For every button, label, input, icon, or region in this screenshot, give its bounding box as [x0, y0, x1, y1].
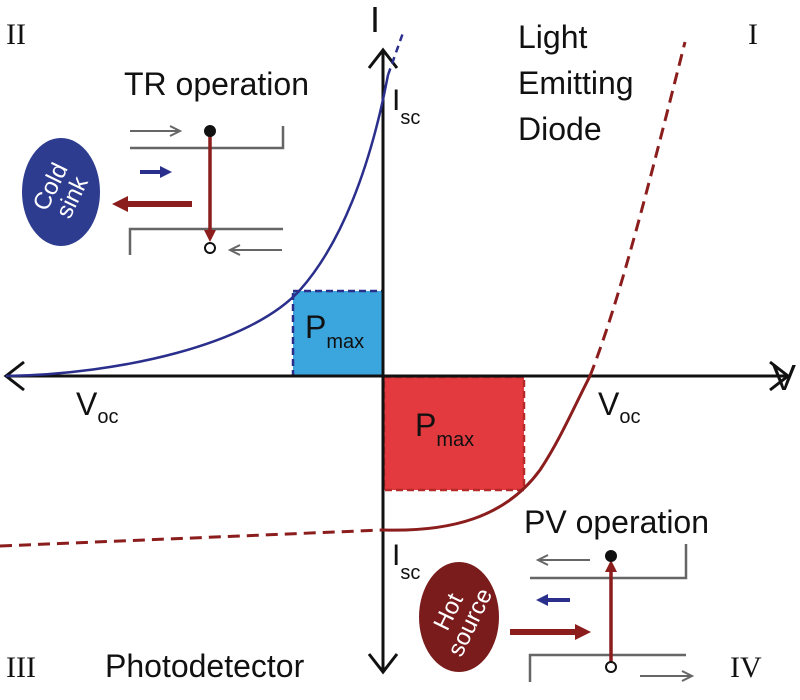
- pv-valence-band: [528, 653, 686, 682]
- quadrant-label-iv: IV: [730, 651, 762, 684]
- led-label: Light Emitting Diode: [518, 19, 634, 147]
- i-axis-arrow-down: [367, 653, 399, 675]
- pmax-tr-label: Pmax: [305, 309, 364, 353]
- tr-inset: [112, 125, 285, 256]
- pv-conduction-band: [530, 544, 688, 580]
- tr-operation-label: TR operation: [124, 66, 309, 102]
- cold-sink-ellipse: [22, 138, 100, 246]
- voc-right-label: Voc: [598, 386, 640, 428]
- tr-conduction-band: [130, 126, 285, 150]
- svg-text:Light: Light: [518, 19, 588, 55]
- pv-curve-dashed-right: [588, 41, 687, 377]
- pmax-pv-rect: [382, 375, 526, 492]
- pv-hole: [605, 661, 617, 673]
- pv-operation-label: PV operation: [524, 504, 709, 540]
- photodetector-label: Photodetector: [105, 648, 305, 684]
- v-axis-arrow-right: [769, 360, 791, 392]
- tr-curve-dashed: [386, 29, 406, 76]
- pv-curve-dashed-left: [0, 528, 384, 548]
- cold-sink: Cold sink: [22, 138, 100, 246]
- v-axis-label: V: [772, 357, 796, 398]
- hot-source-ellipse: [419, 562, 499, 672]
- quadrant-label-iii: III: [6, 651, 36, 684]
- isc-top-label: Isc: [392, 84, 420, 129]
- svg-text:Emitting: Emitting: [518, 65, 634, 101]
- svg-text:Diode: Diode: [518, 111, 602, 147]
- pv-electron: [605, 550, 617, 562]
- tr-valence-band: [128, 227, 283, 255]
- hot-source: Hot source: [419, 562, 499, 672]
- quadrant-label-ii: II: [6, 18, 26, 51]
- tr-hole: [204, 242, 216, 254]
- voc-left-label: Voc: [76, 386, 118, 428]
- pv-inset: [510, 544, 695, 682]
- tr-electron: [204, 125, 216, 137]
- pmax-pv-label: Pmax: [415, 407, 474, 451]
- i-axis-label: I: [370, 0, 380, 40]
- pv-curve: [382, 375, 592, 532]
- isc-bottom-label: Isc: [392, 539, 420, 584]
- quadrant-label-i: I: [748, 18, 758, 51]
- tr-curve: [5, 74, 390, 378]
